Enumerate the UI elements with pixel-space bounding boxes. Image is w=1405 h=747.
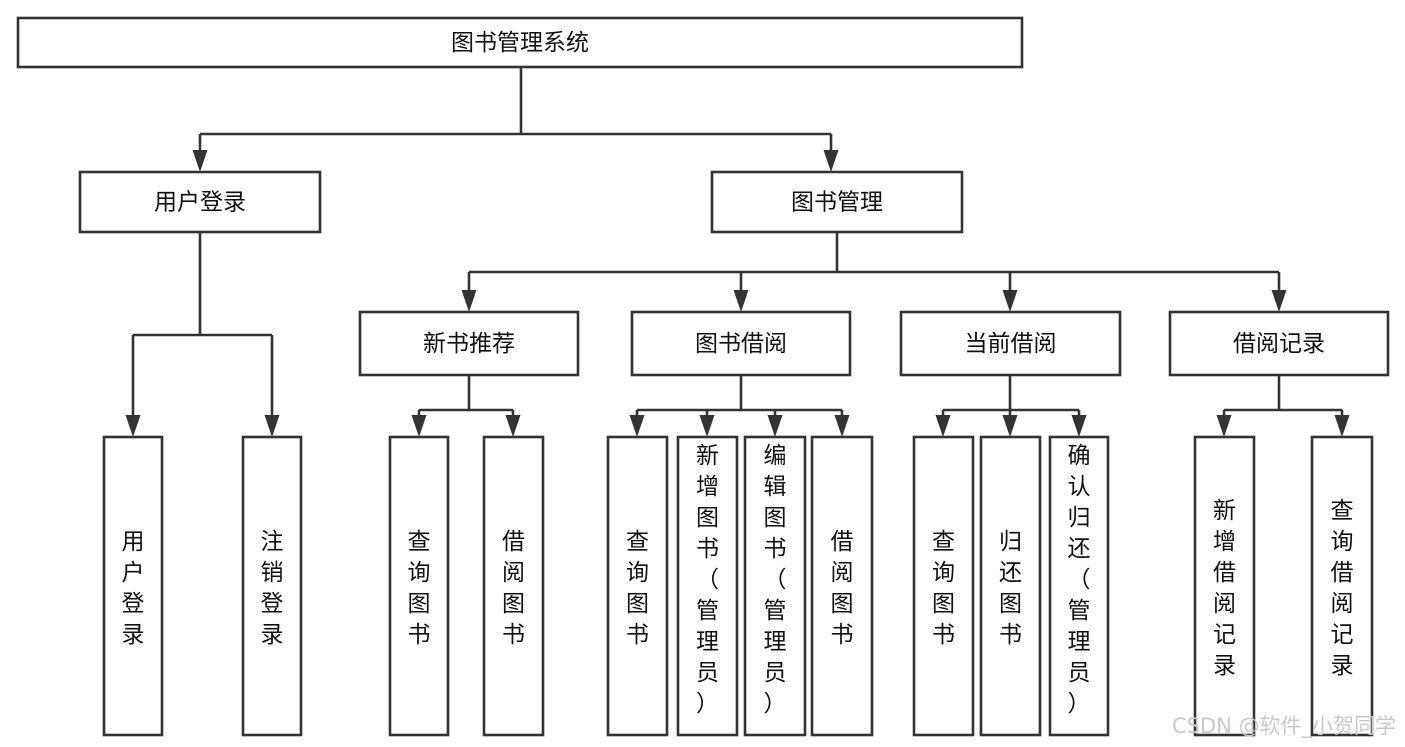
node-leaf-add-borrow-record[interactable]: 新增借阅记录 (1193, 435, 1256, 737)
node-box-current-borrow (899, 310, 1122, 377)
node-label-leaf-query-book-borrow: 查询图书 (626, 529, 649, 648)
node-leaf-query-book-recommend[interactable]: 查询图书 (388, 435, 450, 737)
node-leaf-confirm-return[interactable]: 确认归还（管理员） (1048, 435, 1110, 737)
node-leaf-add-book[interactable]: 新增图书（管理员） (676, 435, 739, 737)
node-box-user-login (78, 170, 322, 234)
node-current-borrow[interactable]: 当前借阅 (899, 310, 1122, 377)
node-leaf-user-login[interactable]: 用户登录 (102, 435, 164, 737)
connectors-layer (125, 67, 1350, 437)
node-box-leaf-edit-book (743, 435, 807, 737)
node-leaf-borrow-book[interactable]: 借阅图书 (810, 435, 874, 737)
node-box-leaf-query-book-current (912, 435, 975, 737)
node-leaf-return-book[interactable]: 归还图书 (979, 435, 1042, 737)
node-box-book-management (710, 170, 964, 234)
node-box-new-book-recommend (358, 310, 580, 377)
node-book-management[interactable]: 图书管理 (710, 170, 964, 234)
node-label-leaf-confirm-return: 确认归还（管理员） (1068, 443, 1091, 717)
node-label-book-management: 图书管理 (791, 190, 883, 216)
node-label-user-login: 用户登录 (154, 190, 246, 216)
node-box-leaf-confirm-return (1048, 435, 1110, 737)
node-label-leaf-query-book-recommend: 查询图书 (408, 529, 431, 648)
node-box-borrow-record (1168, 310, 1390, 377)
node-leaf-borrow-book-recommend[interactable]: 借阅图书 (482, 435, 545, 737)
connector-book-management-bus (461, 232, 1287, 312)
nodes-layer: 图书管理系统用户登录图书管理新书推荐图书借阅当前借阅借阅记录用户登录注销登录查询… (16, 16, 1390, 737)
connector-root-bus (192, 67, 839, 172)
node-new-book-recommend[interactable]: 新书推荐 (358, 310, 580, 377)
node-label-book-borrow: 图书借阅 (695, 331, 787, 357)
connector-new-book-recommend-bus (411, 375, 521, 437)
node-label-leaf-borrow-book: 借阅图书 (831, 529, 854, 648)
node-leaf-edit-book[interactable]: 编辑图书（管理员） (743, 435, 807, 737)
csdn-watermark: CSDN @软件_小贺同学 (1172, 714, 1396, 739)
node-leaf-logout[interactable]: 注销登录 (241, 435, 303, 737)
node-borrow-record[interactable]: 借阅记录 (1168, 310, 1390, 377)
node-box-leaf-query-borrow-record (1310, 435, 1374, 737)
node-leaf-query-borrow-record[interactable]: 查询借阅记录 (1310, 435, 1374, 737)
node-box-leaf-logout (241, 435, 303, 737)
node-label-root: 图书管理系统 (451, 30, 589, 56)
node-box-leaf-borrow-book-recommend (482, 435, 545, 737)
node-box-leaf-return-book (979, 435, 1042, 737)
node-box-leaf-add-borrow-record (1193, 435, 1256, 737)
node-box-root (16, 16, 1024, 69)
connector-user-login-bus (125, 232, 280, 437)
node-box-leaf-query-book-borrow (606, 435, 669, 737)
node-user-login[interactable]: 用户登录 (78, 170, 322, 234)
node-label-leaf-add-borrow-record: 新增借阅记录 (1213, 498, 1236, 679)
node-label-borrow-record: 借阅记录 (1233, 331, 1325, 357)
node-root[interactable]: 图书管理系统 (16, 16, 1024, 69)
node-book-borrow[interactable]: 图书借阅 (630, 310, 852, 377)
node-box-leaf-add-book (676, 435, 739, 737)
connector-book-borrow-bus (629, 375, 850, 437)
node-label-leaf-borrow-book-recommend: 借阅图书 (502, 529, 525, 648)
node-label-new-book-recommend: 新书推荐 (423, 331, 515, 357)
node-leaf-query-book-borrow[interactable]: 查询图书 (606, 435, 669, 737)
node-box-leaf-query-book-recommend (388, 435, 450, 737)
node-label-leaf-edit-book: 编辑图书（管理员） (764, 443, 787, 717)
connector-borrow-record-bus (1216, 375, 1350, 437)
node-label-leaf-return-book: 归还图书 (999, 529, 1022, 648)
node-label-leaf-user-login: 用户登录 (122, 529, 145, 648)
node-label-leaf-add-book: 新增图书（管理员） (696, 443, 719, 717)
node-label-leaf-logout: 注销登录 (261, 529, 284, 648)
node-box-leaf-user-login (102, 435, 164, 737)
node-box-leaf-borrow-book (810, 435, 874, 737)
node-label-current-borrow: 当前借阅 (965, 331, 1057, 357)
node-leaf-query-book-current[interactable]: 查询图书 (912, 435, 975, 737)
connector-current-borrow-bus (935, 375, 1087, 437)
node-label-leaf-query-borrow-record: 查询借阅记录 (1331, 498, 1354, 679)
node-box-book-borrow (630, 310, 852, 377)
node-label-leaf-query-book-current: 查询图书 (932, 529, 955, 648)
